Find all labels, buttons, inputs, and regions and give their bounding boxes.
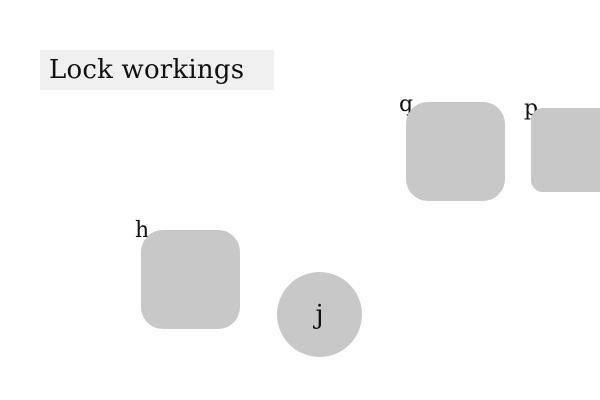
lock-part-q[interactable] <box>406 102 505 201</box>
label-h: h <box>135 218 150 243</box>
lock-part-p[interactable] <box>531 108 600 192</box>
title-box: Lock workings <box>40 50 274 90</box>
lock-part-h[interactable] <box>141 230 240 329</box>
lock-part-j[interactable]: j <box>277 272 362 357</box>
label-j: j <box>315 299 324 330</box>
page-title: Lock workings <box>49 55 245 85</box>
